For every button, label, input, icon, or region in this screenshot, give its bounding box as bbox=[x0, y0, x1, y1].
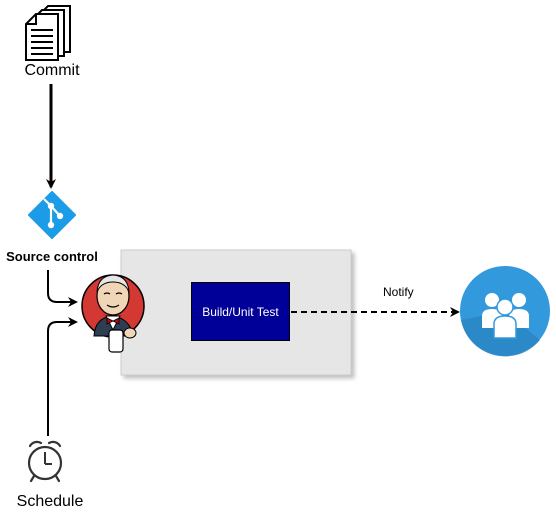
git-icon bbox=[28, 191, 76, 239]
source-control-label: Source control bbox=[6, 249, 98, 264]
commit-label: Commit bbox=[24, 62, 80, 79]
document-stack-icon bbox=[25, 5, 71, 61]
jenkins-butler-logo bbox=[81, 274, 145, 353]
team-users-icon bbox=[460, 266, 550, 357]
source-to-jenkins-arrow bbox=[47, 270, 78, 307]
schedule-to-jenkins-arrow bbox=[47, 317, 78, 436]
build-unit-test-box: Build/Unit Test bbox=[191, 282, 290, 341]
schedule-label: Schedule bbox=[16, 493, 84, 510]
notify-label: Notify bbox=[383, 285, 414, 299]
build-unit-test-label: Build/Unit Test bbox=[202, 304, 279, 319]
alarm-clock-icon bbox=[27, 440, 63, 483]
